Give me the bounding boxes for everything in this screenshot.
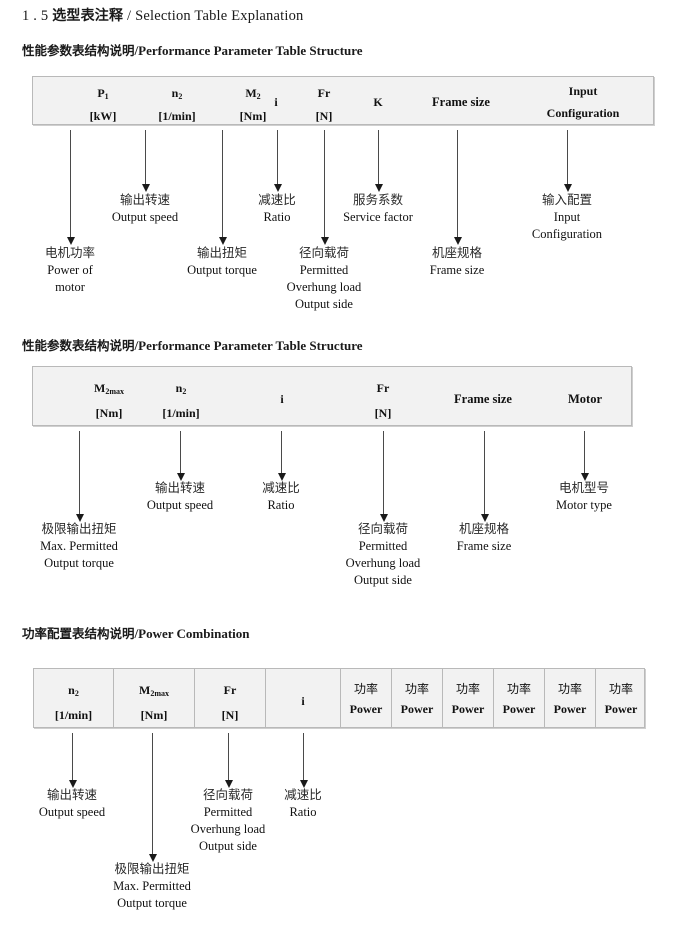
annotation-max-output-torque-3: 极限输出扭矩 Max. Permitted Output torque: [113, 861, 191, 910]
section-2-heading-sep: /: [134, 338, 139, 353]
annotation-service-factor: 服务系数 Service factor: [343, 192, 413, 224]
arrow-to-overhung-load-2: [379, 431, 388, 522]
arrow-to-max-output-torque-3: [148, 733, 157, 862]
section-3-heading-cn: 功率配置表结构说明: [22, 626, 135, 641]
table3-col-power-2: 功率 Power: [400, 682, 434, 717]
section-1-heading-cn: 性能参数表结构说明: [22, 43, 135, 58]
table3-divider-9: [595, 669, 596, 727]
annotation-ratio-3: 减速比 Ratio: [284, 787, 322, 819]
table2-col-n2: n2 [1/min]: [162, 381, 200, 421]
table1-col-fr: Fr [N]: [315, 86, 333, 124]
arrow-to-max-output-torque-2: [75, 431, 84, 522]
annotation-output-speed-2: 输出转速 Output speed: [146, 480, 214, 512]
table3-col-n2: n2 [1/min]: [54, 683, 93, 723]
annotation-max-output-torque-2: 极限输出扭矩 Max. Permitted Output torque: [40, 521, 118, 570]
table2-col-fr: Fr [N]: [374, 381, 392, 421]
table3-divider-4: [340, 669, 341, 727]
power-combination-table: n2 [1/min] M2max [Nm] Fr [N] i 功率 Power …: [33, 668, 645, 728]
page-title-en: Selection Table Explanation: [135, 8, 304, 24]
table3-col-power-1: 功率 Power: [349, 682, 383, 717]
section-number: 1 . 5: [22, 8, 49, 24]
section-3-heading: 功率配置表结构说明/Power Combination: [22, 623, 250, 642]
table3-col-i: i: [301, 694, 305, 708]
annotation-overhung-load-1: 径向载荷 Permitted Overhung load Output side: [286, 245, 362, 311]
table3-divider-7: [493, 669, 494, 727]
table1-col-n2: n2 [1/min]: [158, 86, 196, 124]
section-2-heading: 性能参数表结构说明/Performance Parameter Table St…: [22, 335, 363, 354]
table3-col-fr: Fr [N]: [221, 683, 239, 723]
arrow-to-ratio-2: [277, 431, 286, 481]
section-1-heading: 性能参数表结构说明/Performance Parameter Table St…: [22, 40, 363, 59]
table3-divider-5: [391, 669, 392, 727]
annotation-frame-size-1: 机座规格 Frame size: [429, 245, 485, 277]
performance-parameter-table-1: P1 [kW] n2 [1/min] M2 [Nm] i Fr [N] K Fr…: [32, 76, 654, 125]
table3-col-power-6: 功率 Power: [604, 682, 638, 717]
arrow-to-output-speed-2: [176, 431, 185, 481]
section-2-heading-en: Performance Parameter Table Structure: [138, 338, 363, 353]
table1-col-k: K: [373, 95, 383, 109]
section-3-heading-sep: /: [134, 626, 139, 641]
table3-divider-3: [265, 669, 266, 727]
arrow-to-frame-size-1: [453, 130, 462, 245]
annotation-overhung-load-3: 径向载荷 Permitted Overhung load Output side: [190, 787, 266, 853]
table1-col-p1: P1 [kW]: [89, 86, 117, 124]
section-3-heading-en: Power Combination: [138, 626, 250, 641]
annotation-ratio-2: 减速比 Ratio: [262, 480, 300, 512]
annotation-frame-size-2: 机座规格 Frame size: [456, 521, 512, 553]
arrow-to-input-config: [563, 130, 572, 192]
arrow-to-overhung-load-3: [224, 733, 233, 788]
arrow-to-output-speed-1: [141, 130, 150, 192]
table3-col-power-4: 功率 Power: [502, 682, 536, 717]
table3-divider-2: [194, 669, 195, 727]
table2-col-i: i: [280, 392, 284, 406]
table3-col-power-3: 功率 Power: [451, 682, 485, 717]
table2-col-frame-size: Frame size: [454, 392, 512, 406]
arrow-to-power-of-motor: [66, 130, 75, 245]
annotation-output-torque: 输出扭矩 Output torque: [187, 245, 257, 277]
annotation-input-configuration: 输入配置 Input Configuration: [531, 192, 603, 241]
section-2-heading-cn: 性能参数表结构说明: [22, 338, 135, 353]
table1-col-frame-size: Frame size: [432, 95, 490, 109]
annotation-output-speed-3: 输出转速 Output speed: [38, 787, 106, 819]
arrow-to-output-speed-3: [68, 733, 77, 788]
table2-col-motor: Motor: [567, 392, 602, 406]
arrow-to-ratio-1: [273, 130, 282, 192]
section-1-heading-en: Performance Parameter Table Structure: [138, 43, 363, 58]
page-title-separator: /: [127, 8, 132, 24]
section-1-heading-sep: /: [134, 43, 139, 58]
arrow-to-output-torque: [218, 130, 227, 245]
table3-divider-6: [442, 669, 443, 727]
annotation-motor-type: 电机型号 Motor type: [556, 480, 612, 512]
arrow-to-overhung-load-1: [320, 130, 329, 245]
table1-col-m2: M2 [Nm]: [239, 86, 267, 124]
annotation-ratio-1: 减速比 Ratio: [258, 192, 296, 224]
table2-col-m2max: M2max [Nm]: [94, 381, 124, 421]
table3-divider-8: [544, 669, 545, 727]
table1-col-i: i: [274, 95, 278, 109]
table3-col-power-5: 功率 Power: [553, 682, 587, 717]
annotation-output-speed-1: 输出转速 Output speed: [111, 192, 179, 224]
arrow-to-service-factor: [374, 130, 383, 192]
arrow-to-frame-size-2: [480, 431, 489, 522]
arrow-to-motor-type: [580, 431, 589, 481]
table1-col-input-configuration: Input Configuration: [546, 84, 620, 121]
table3-col-m2max: M2max [Nm]: [139, 683, 169, 723]
annotation-overhung-load-2: 径向载荷 Permitted Overhung load Output side: [345, 521, 421, 587]
page-title-cn: 选型表注释: [52, 8, 124, 24]
annotation-power-of-motor: 电机功率 Power of motor: [44, 245, 95, 294]
page-title: 1 . 5 选型表注释 / Selection Table Explanatio…: [22, 5, 304, 25]
performance-parameter-table-2: M2max [Nm] n2 [1/min] i Fr [N] Frame siz…: [32, 366, 632, 426]
arrow-to-ratio-3: [299, 733, 308, 788]
table3-divider-1: [113, 669, 114, 727]
